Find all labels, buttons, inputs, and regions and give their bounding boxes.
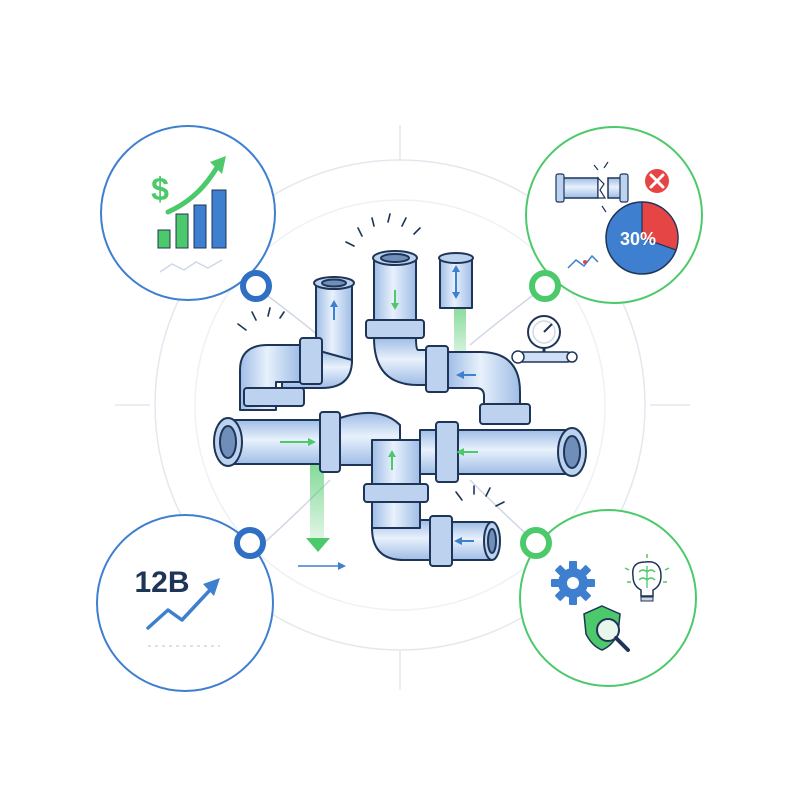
background-guides: [115, 125, 690, 690]
flow-arrows: [280, 265, 478, 570]
shield-magnifier-icon: [583, 605, 630, 652]
connector-node-top-right: [529, 270, 561, 302]
callout-top-left: $: [100, 125, 276, 302]
metric-label-12b: 12B: [134, 566, 189, 599]
connector-node-bottom-left: [234, 527, 266, 559]
dollar-symbol: $: [151, 171, 169, 207]
pressure-gauge-wrench-icon: [511, 315, 578, 364]
dollar-growth-bar-chart-icon: $: [151, 156, 227, 273]
burst-lines: [237, 213, 505, 507]
error-x-icon: [645, 169, 669, 193]
mini-trend-line: [567, 254, 599, 269]
green-flow-stream: [310, 462, 324, 542]
callout-top-right: 30%: [525, 126, 703, 304]
rising-trend-line-icon: [146, 578, 220, 647]
callout-bottom-right: [519, 509, 697, 687]
percentage-donut-chart: 30%: [605, 201, 679, 275]
percentage-label: 30%: [620, 229, 656, 249]
gear-icon: [551, 561, 595, 605]
callout-bottom-left: 12B: [96, 514, 274, 692]
brain-lightbulb-icon: [624, 554, 670, 602]
broken-pipe-icon: [555, 161, 629, 213]
connector-node-bottom-right: [520, 527, 552, 559]
connector-node-top-left: [240, 270, 272, 302]
green-flow-stream: [454, 302, 466, 362]
